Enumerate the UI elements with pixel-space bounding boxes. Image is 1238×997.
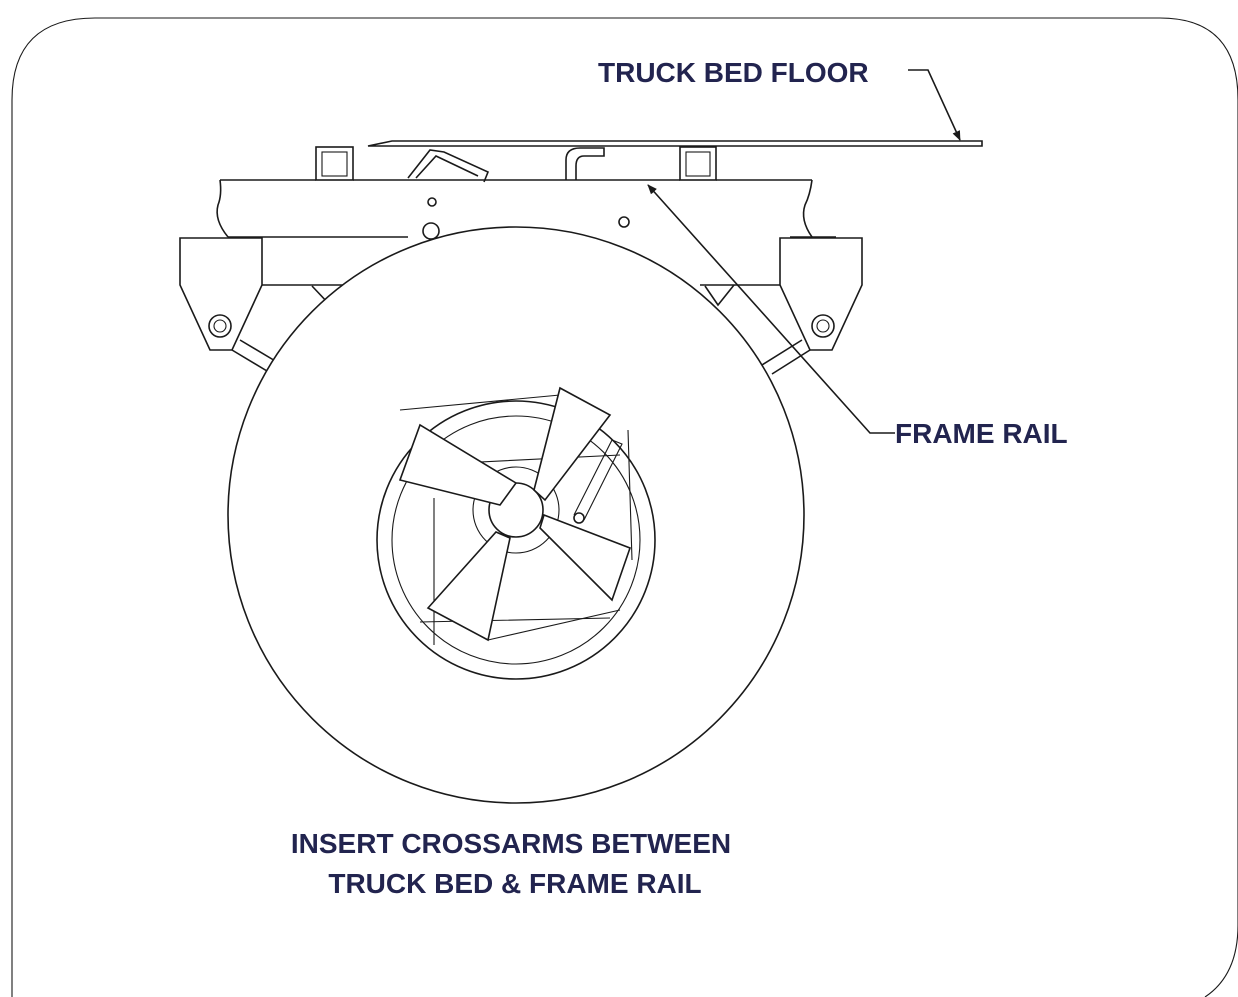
caption-line-1: INSERT CROSSARMS BETWEEN	[291, 828, 731, 859]
caption-line-2: TRUCK BED & FRAME RAIL	[328, 868, 701, 899]
frame-rail-label: FRAME RAIL	[895, 418, 1068, 449]
truck-bed-floor-label: TRUCK BED FLOOR	[598, 57, 869, 88]
drawing-border	[11, 17, 1238, 997]
truck-bed-floor-plate	[367, 140, 983, 147]
frame-rail	[216, 146, 836, 240]
frame-rail-leader	[647, 184, 895, 434]
right-crossarm-bracket	[700, 237, 863, 375]
truck-bed-floor-leader	[908, 69, 961, 141]
reel-drum	[227, 226, 805, 804]
